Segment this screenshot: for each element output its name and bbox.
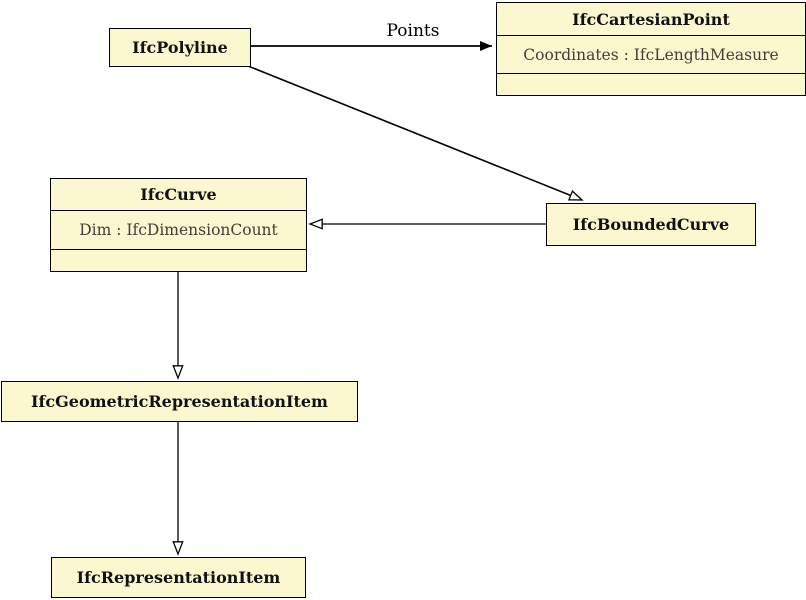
class-name-ifcgeometricrepresentationitem: IfcGeometricRepresentationItem [31,392,328,411]
class-box-ifcpolyline: IfcPolyline [109,28,251,67]
class-name-ifccartesianpoint: IfcCartesianPoint [572,9,730,29]
class-box-ifcgeometricrepresentationitem: IfcGeometricRepresentationItem [1,381,358,422]
class-name-ifcboundedcurve: IfcBoundedCurve [572,215,730,234]
association-label-points: Points [386,21,440,41]
generalization-line-polyline-to-boundedcurve [247,65,582,201]
class-box-ifcboundedcurve: IfcBoundedCurve [546,203,756,246]
class-name-ifcrepresentationitem: IfcRepresentationItem [76,568,281,587]
class-attribute-dim: Dim : IfcDimensionCount [51,210,306,249]
class-operations-compartment [51,249,306,271]
class-attribute-coordinates: Coordinates : IfcLengthMeasure [497,35,805,73]
class-box-ifccurve: IfcCurve Dim : IfcDimensionCount [50,178,307,272]
class-box-ifccartesianpoint: IfcCartesianPoint Coordinates : IfcLengt… [496,2,806,96]
class-box-ifcrepresentationitem: IfcRepresentationItem [51,557,306,598]
class-name-ifcpolyline: IfcPolyline [132,38,228,57]
class-name-ifccurve: IfcCurve [140,185,217,204]
class-operations-compartment [497,73,805,95]
